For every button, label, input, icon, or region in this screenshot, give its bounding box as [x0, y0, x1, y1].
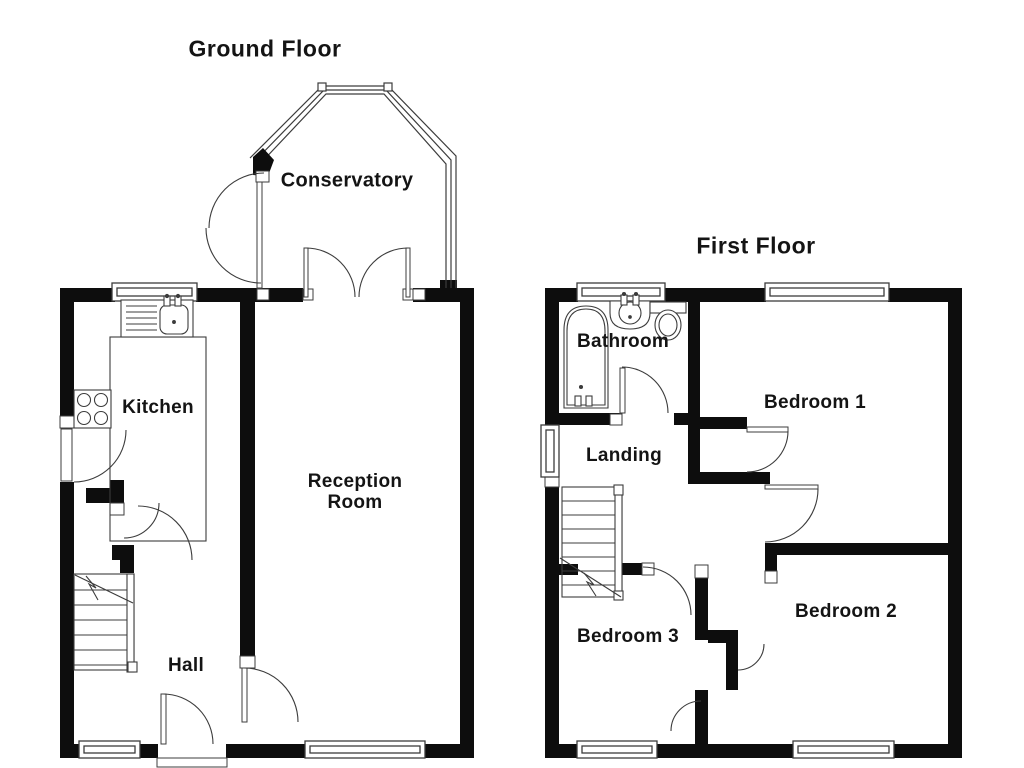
ff-bathroom-door [619, 366, 669, 414]
gf-front-door [156, 693, 228, 768]
ff-bedroom3-door [642, 566, 692, 616]
gf-reception-window [304, 740, 426, 759]
ground-floor-plan [59, 82, 474, 768]
gf-back-door [60, 428, 127, 483]
gf-reception-door [241, 667, 299, 723]
room-label-hall: Hall [167, 655, 205, 676]
wash-basin-icon [609, 291, 651, 330]
toilet-icon [649, 301, 687, 341]
room-label-reception-line2: Room [327, 492, 383, 513]
room-label-bedroom2: Bedroom 2 [795, 601, 897, 622]
bathtub-icon [563, 305, 609, 409]
ff-staircase-icon [559, 484, 624, 601]
gf-french-doors-icon [303, 247, 411, 298]
conservatory-side-wall [256, 181, 263, 289]
ff-bedroom3-window [576, 740, 658, 759]
gf-staircase-icon [73, 573, 138, 673]
gf-walls [60, 280, 474, 758]
room-label-conservatory: Conservatory [280, 169, 414, 192]
room-label-bedroom1: Bedroom 1 [764, 392, 866, 413]
gf-hall-window [78, 740, 141, 759]
ff-bedroom1-window [764, 282, 890, 302]
ff-landing-window [540, 424, 560, 478]
room-label-bathroom: Bathroom [576, 331, 670, 352]
gf-kitchen-window [111, 282, 198, 302]
ground-floor-title: Ground Floor [188, 35, 342, 62]
room-label-bedroom3: Bedroom 3 [577, 626, 679, 647]
room-label-reception: Reception Room [308, 471, 403, 513]
ff-bedroom2-window [792, 740, 895, 759]
hob-icon [73, 389, 112, 429]
first-floor-title: First Floor [696, 232, 816, 259]
ff-cupboard-doors [670, 643, 765, 732]
room-label-reception-line1: Reception [307, 471, 403, 492]
room-label-landing: Landing [586, 445, 662, 466]
first-floor-plan [540, 282, 962, 759]
ff-bedroom2-door [764, 484, 819, 543]
room-label-kitchen: Kitchen [122, 397, 194, 418]
ff-door-jambs [544, 413, 778, 584]
ff-walls [545, 288, 962, 758]
conservatory-glazing-icon [249, 82, 457, 288]
gf-hall-door-swings [123, 502, 193, 561]
conservatory-door-swing-icon [205, 172, 265, 284]
conservatory-corner-post [253, 148, 274, 176]
ff-bedroom1-door [746, 426, 789, 473]
kitchen-sink-icon [120, 293, 194, 338]
